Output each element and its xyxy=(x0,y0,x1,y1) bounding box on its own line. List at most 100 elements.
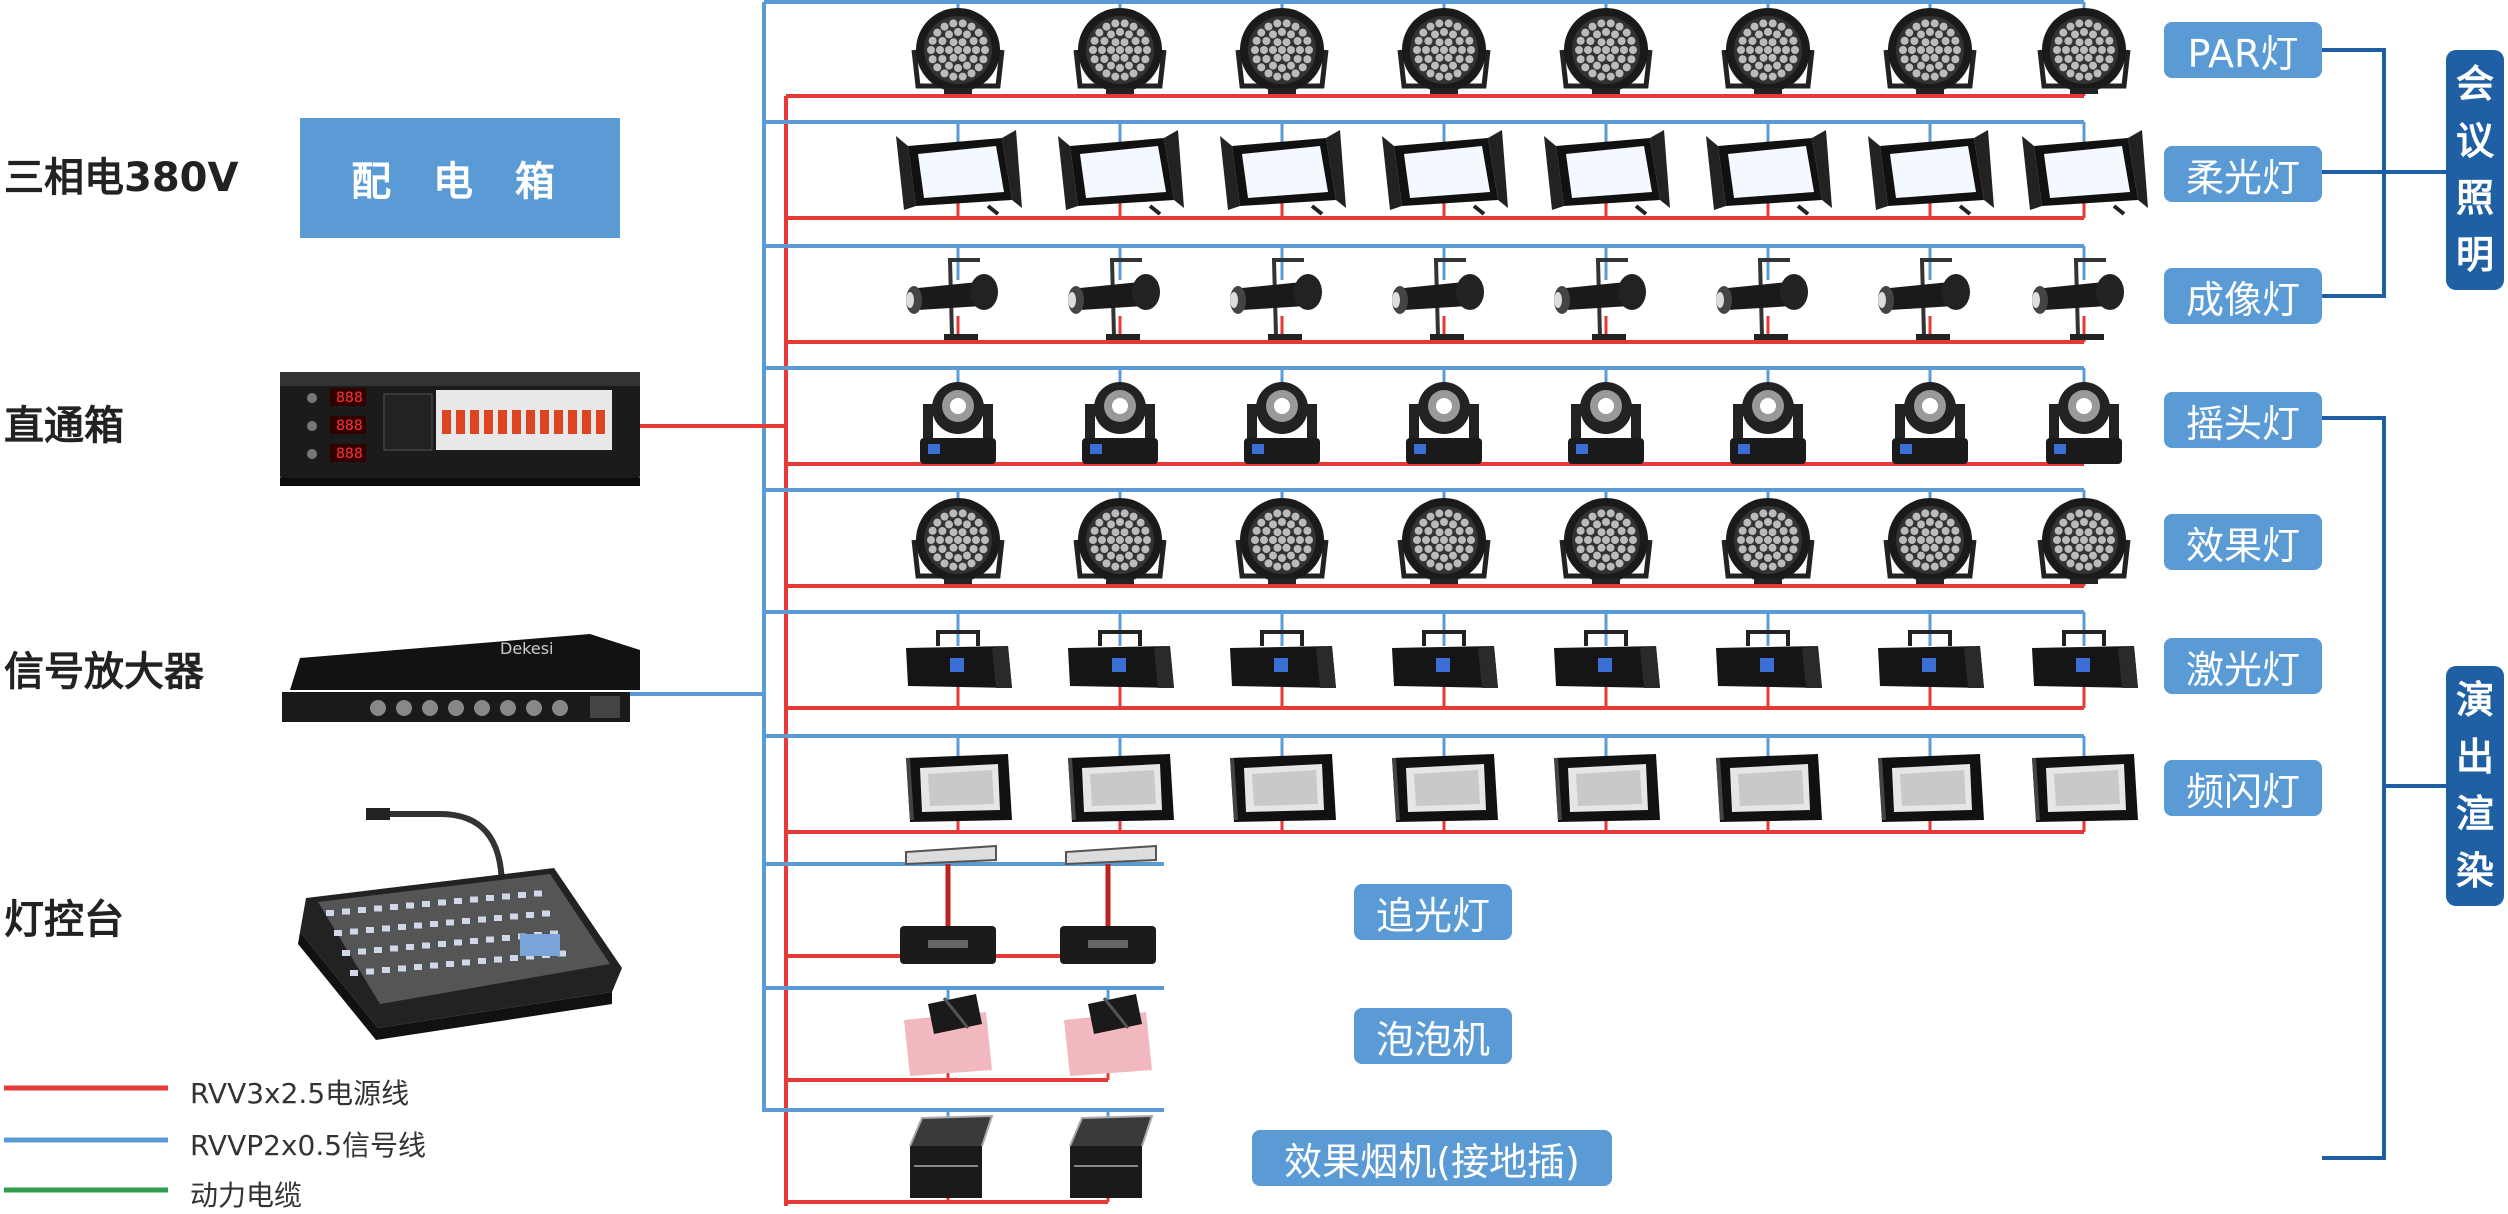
strobe-light-icon xyxy=(1554,754,1660,822)
moving-head-light-icon xyxy=(2046,382,2122,464)
moving-head-light-icon xyxy=(1568,382,1644,464)
laser-light-icon xyxy=(2032,630,2138,688)
soft-light-icon xyxy=(1058,130,1184,216)
legend-power-line: 动力电缆 xyxy=(190,1179,303,1212)
effect-light-icon xyxy=(1235,498,1329,584)
laser-light-icon xyxy=(1392,630,1498,688)
label-moving-head: 摇头灯 xyxy=(2164,392,2322,448)
label-effect-light: 效果灯 xyxy=(2164,514,2322,570)
effect-light-icon xyxy=(2037,498,2131,584)
soft-light-icon xyxy=(1544,130,1670,216)
strobe-light-icon xyxy=(906,754,1012,822)
through-box-icon: 888 888 888 xyxy=(280,372,640,486)
laser-light-icon xyxy=(1554,630,1660,688)
laser-light-icon xyxy=(1230,630,1336,688)
soft-light-icon xyxy=(1706,130,1832,216)
imaging-light-icon xyxy=(1554,258,1646,340)
label-light-console: 灯控台 xyxy=(4,897,124,943)
strobe-light-icon xyxy=(2032,754,2138,822)
moving-head-light-icon xyxy=(1406,382,1482,464)
label-strobe-light: 频闪灯 xyxy=(2164,760,2322,816)
smoke-machine-icon xyxy=(909,1114,994,1198)
group-performance: 演 出 渲 染 xyxy=(2446,666,2504,906)
strobe-light-icon xyxy=(1068,754,1174,822)
label-through-box: 直通箱 xyxy=(4,403,124,449)
svg-text:888: 888 xyxy=(336,390,363,406)
par-light-icon xyxy=(1559,8,1653,94)
group-meeting-char-4: 明 xyxy=(2455,233,2494,277)
group-meeting-char-3: 照 xyxy=(2455,176,2494,220)
moving-head-light-icon xyxy=(1730,382,1806,464)
par-light-icon xyxy=(2037,8,2131,94)
label-follow-spot: 追光灯 xyxy=(1354,884,1512,940)
distribution-box: 配 电 箱 xyxy=(300,118,620,238)
soft-light-icon xyxy=(896,130,1022,216)
soft-light-icon xyxy=(1382,130,1508,216)
soft-light-icon xyxy=(1868,130,1994,216)
label-power-380v: 三相电380V xyxy=(4,155,239,201)
group-performance-char-1: 演 xyxy=(2455,678,2494,722)
laser-light-icon xyxy=(1716,630,1822,688)
label-signal-amplifier: 信号放大器 xyxy=(4,649,204,695)
effect-light-icon xyxy=(1883,498,1977,584)
effect-light-icon xyxy=(1073,498,1167,584)
par-light-icon xyxy=(1073,8,1167,94)
light-console-icon xyxy=(298,808,622,1040)
follow-spot-icon xyxy=(900,844,997,964)
moving-head-light-icon xyxy=(1082,382,1158,464)
group-performance-char-2: 出 xyxy=(2455,735,2494,779)
moving-head-light-icon xyxy=(920,382,996,464)
imaging-light-icon xyxy=(1716,258,1808,340)
strobe-light-icon xyxy=(1878,754,1984,822)
imaging-light-icon xyxy=(1392,258,1484,340)
svg-text:888: 888 xyxy=(336,446,363,462)
legend-signal-cable: RVVP2x0.5信号线 xyxy=(190,1129,427,1162)
moving-head-light-icon xyxy=(1244,382,1320,464)
label-smoke-machine: 效果烟机(接地插) xyxy=(1252,1130,1612,1186)
group-performance-char-4: 染 xyxy=(2455,849,2494,893)
legend-power-cable: RVV3x2.5电源线 xyxy=(190,1077,410,1110)
par-light-icon xyxy=(911,8,1005,94)
strobe-light-icon xyxy=(1392,754,1498,822)
bubble-machine-icon xyxy=(1064,994,1152,1076)
imaging-light-icon xyxy=(906,258,998,340)
par-light-icon xyxy=(1397,8,1491,94)
laser-light-icon xyxy=(1878,630,1984,688)
label-laser-light: 激光灯 xyxy=(2164,638,2322,694)
smoke-machine-icon xyxy=(1069,1114,1154,1198)
signal-amplifier-icon: Dekesi xyxy=(282,634,640,722)
group-meeting-char-2: 议 xyxy=(2455,119,2494,163)
label-par-light: PAR灯 xyxy=(2164,22,2322,78)
svg-text:888: 888 xyxy=(336,418,363,434)
imaging-light-icon xyxy=(2032,258,2124,340)
label-soft-light: 柔光灯 xyxy=(2164,146,2322,202)
imaging-light-icon xyxy=(1230,258,1322,340)
soft-light-icon xyxy=(1220,130,1346,216)
strobe-light-icon xyxy=(1230,754,1336,822)
label-imaging-light: 成像灯 xyxy=(2164,268,2322,324)
laser-light-icon xyxy=(906,630,1012,688)
par-light-icon xyxy=(1235,8,1329,94)
bubble-machine-icon xyxy=(904,994,992,1076)
group-performance-char-3: 渲 xyxy=(2455,792,2494,836)
label-bubble-machine: 泡泡机 xyxy=(1354,1008,1512,1064)
effect-light-icon xyxy=(1397,498,1491,584)
par-light-icon xyxy=(1883,8,1977,94)
imaging-light-icon xyxy=(1878,258,1970,340)
strobe-light-icon xyxy=(1716,754,1822,822)
effect-light-icon xyxy=(1559,498,1653,584)
group-meeting-char-1: 会 xyxy=(2455,62,2494,106)
laser-light-icon xyxy=(1068,630,1174,688)
par-light-icon xyxy=(1721,8,1815,94)
group-meeting-lighting: 会 议 照 明 xyxy=(2446,50,2504,290)
follow-spot-icon xyxy=(1060,844,1157,964)
moving-head-light-icon xyxy=(1892,382,1968,464)
effect-light-icon xyxy=(1721,498,1815,584)
effect-light-icon xyxy=(911,498,1005,584)
imaging-light-icon xyxy=(1068,258,1160,340)
svg-text:Dekesi: Dekesi xyxy=(500,639,553,658)
soft-light-icon xyxy=(2022,130,2148,216)
